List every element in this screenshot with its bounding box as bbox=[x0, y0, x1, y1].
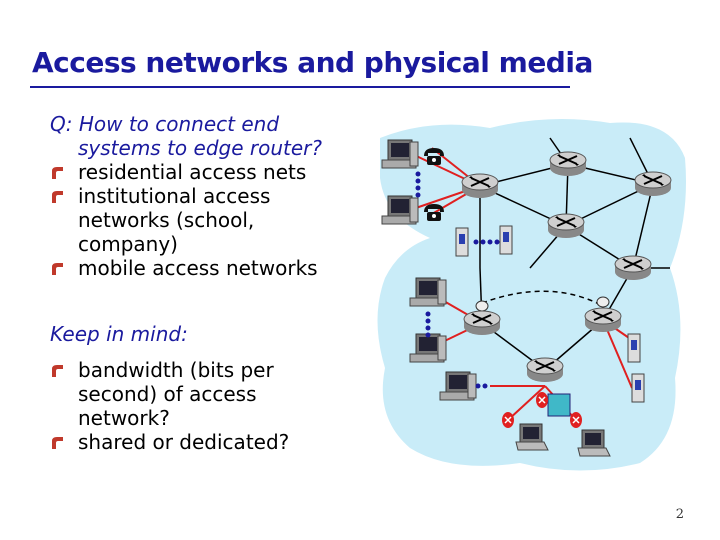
dots-icon bbox=[415, 171, 421, 198]
router-icon bbox=[461, 173, 499, 199]
bullet-line: shared or dedicated? bbox=[78, 430, 290, 454]
dots-icon bbox=[425, 311, 431, 338]
bullet-line: institutional access bbox=[78, 184, 271, 208]
router-icon bbox=[547, 213, 585, 239]
server-icon bbox=[627, 333, 641, 363]
title-underline bbox=[30, 86, 570, 88]
list-item: institutional access networks (school, c… bbox=[50, 184, 370, 256]
slide-title: Access networks and physical media bbox=[32, 46, 593, 79]
router-icon bbox=[549, 151, 587, 177]
server-icon bbox=[631, 373, 645, 403]
question-line-2: systems to edge router? bbox=[78, 136, 322, 160]
access-point-icon bbox=[535, 391, 549, 409]
router-icon bbox=[463, 310, 501, 336]
bullet-icon bbox=[52, 263, 63, 275]
bullet-line: company) bbox=[78, 232, 178, 256]
server-icon bbox=[455, 227, 469, 257]
access-types-list: residential access nets institutional ac… bbox=[50, 160, 370, 280]
bullet-icon bbox=[52, 191, 63, 203]
access-point-icon bbox=[501, 411, 515, 429]
bullet-line: networks (school, bbox=[78, 208, 255, 232]
question: Q: How to connect end systems to edge ro… bbox=[50, 112, 370, 160]
dots-icon bbox=[473, 239, 500, 245]
router-icon bbox=[584, 307, 622, 333]
router-icon bbox=[634, 171, 672, 197]
router-icon bbox=[526, 357, 564, 383]
considerations-list: bandwidth (bits per second) of access ne… bbox=[50, 358, 370, 454]
bullet-line: network? bbox=[78, 406, 170, 430]
page-number: 2 bbox=[675, 507, 684, 522]
dots-icon bbox=[475, 383, 488, 389]
base-station-icon bbox=[547, 393, 571, 417]
list-item: shared or dedicated? bbox=[50, 430, 370, 454]
bullet-line: bandwidth (bits per bbox=[78, 358, 274, 382]
bullet-line: mobile access networks bbox=[78, 256, 318, 280]
bullet-icon bbox=[52, 437, 63, 449]
list-item: bandwidth (bits per second) of access ne… bbox=[50, 358, 370, 430]
bullet-icon bbox=[52, 167, 63, 179]
router-icon bbox=[614, 255, 652, 281]
list-item: residential access nets bbox=[50, 160, 370, 184]
wireless-link bbox=[481, 290, 604, 307]
network-diagram bbox=[377, 119, 686, 471]
keep-in-mind-heading: Keep in mind: bbox=[50, 322, 188, 346]
access-point-icon bbox=[569, 411, 583, 429]
bullet-icon bbox=[52, 365, 63, 377]
server-icon bbox=[499, 225, 513, 255]
question-line-1: Q: How to connect end bbox=[50, 112, 280, 136]
bullet-line: second) of access bbox=[78, 382, 257, 406]
list-item: mobile access networks bbox=[50, 256, 370, 280]
bullet-line: residential access nets bbox=[78, 160, 307, 184]
